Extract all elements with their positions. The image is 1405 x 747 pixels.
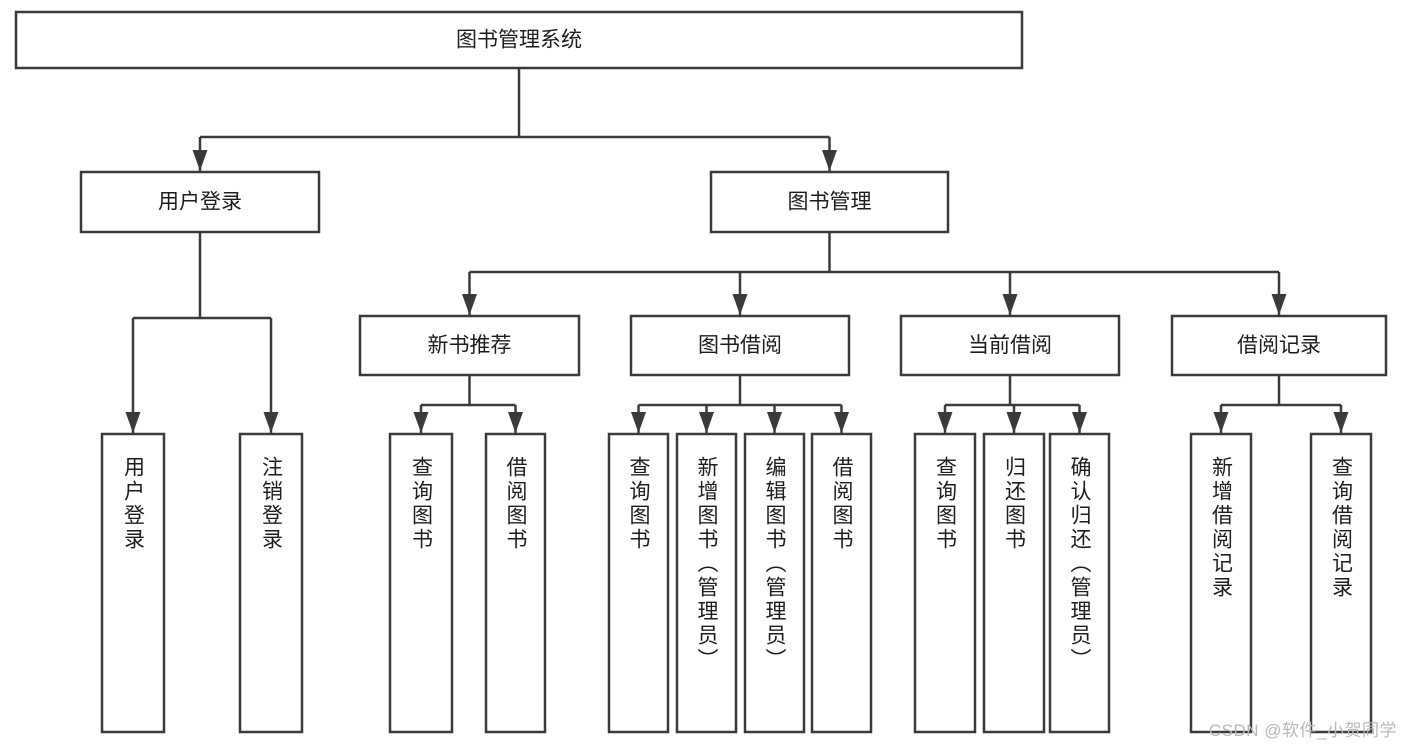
arrow-head-icon	[937, 412, 953, 433]
node-leaf-box-6[interactable]	[743, 432, 806, 734]
node-leaf-box-10[interactable]	[1048, 432, 1111, 734]
node-leaf-box-3[interactable]	[484, 432, 547, 734]
node-leaf-box-9[interactable]	[982, 432, 1046, 734]
arrow-head-icon	[125, 412, 141, 433]
node-leaf-box-7[interactable]	[810, 432, 873, 734]
node-leaf-box-5[interactable]	[675, 432, 738, 734]
node-leaf-box-8[interactable]	[913, 432, 977, 734]
connectors-layer	[125, 68, 1349, 433]
arrow-head-icon	[1006, 412, 1022, 433]
node-level3-label-2: 当前借阅	[968, 334, 1052, 357]
arrow-head-icon	[508, 412, 523, 433]
arrow-head-icon	[462, 294, 477, 315]
arrow-head-icon	[192, 150, 208, 171]
arrow-head-icon	[767, 412, 782, 433]
node-root-box[interactable]	[14, 10, 1024, 70]
arrow-head-icon	[413, 412, 429, 433]
node-level3-box-1[interactable]	[629, 314, 851, 377]
node-level3-label-3: 借阅记录	[1237, 334, 1321, 357]
node-level3-box-3[interactable]	[1170, 314, 1388, 377]
watermark: CSDN @软件_小贺同学	[1208, 721, 1397, 740]
node-level2-label-0: 用户登录	[158, 191, 242, 214]
node-leaf-box-1[interactable]	[238, 432, 304, 734]
arrow-head-icon	[1072, 412, 1087, 433]
node-level2-label-1: 图书管理	[788, 191, 872, 214]
node-root-label: 图书管理系统	[456, 29, 582, 52]
node-level3-label-1: 图书借阅	[698, 334, 782, 357]
node-level3-box-0[interactable]	[358, 314, 581, 377]
node-level3-label-0: 新书推荐	[428, 334, 512, 357]
boxes-layer	[14, 10, 1388, 734]
arrow-head-icon	[1213, 412, 1229, 433]
node-leaf-box-4[interactable]	[607, 432, 670, 734]
node-level2-box-0[interactable]	[79, 170, 321, 234]
arrow-head-icon	[263, 412, 279, 433]
node-leaf-box-12[interactable]	[1309, 432, 1373, 734]
arrow-head-icon	[631, 412, 646, 433]
arrow-head-icon	[834, 412, 849, 433]
node-leaf-box-11[interactable]	[1189, 432, 1253, 734]
arrow-head-icon	[732, 294, 748, 315]
arrow-head-icon	[699, 412, 714, 433]
node-leaf-box-0[interactable]	[100, 432, 166, 734]
arrow-head-icon	[822, 150, 837, 171]
node-level2-box-1[interactable]	[709, 170, 950, 234]
node-leaf-box-2[interactable]	[388, 432, 454, 734]
node-level3-box-2[interactable]	[899, 314, 1121, 377]
arrow-head-icon	[1002, 294, 1018, 315]
arrow-head-icon	[1333, 412, 1349, 433]
arrow-head-icon	[1271, 294, 1287, 315]
